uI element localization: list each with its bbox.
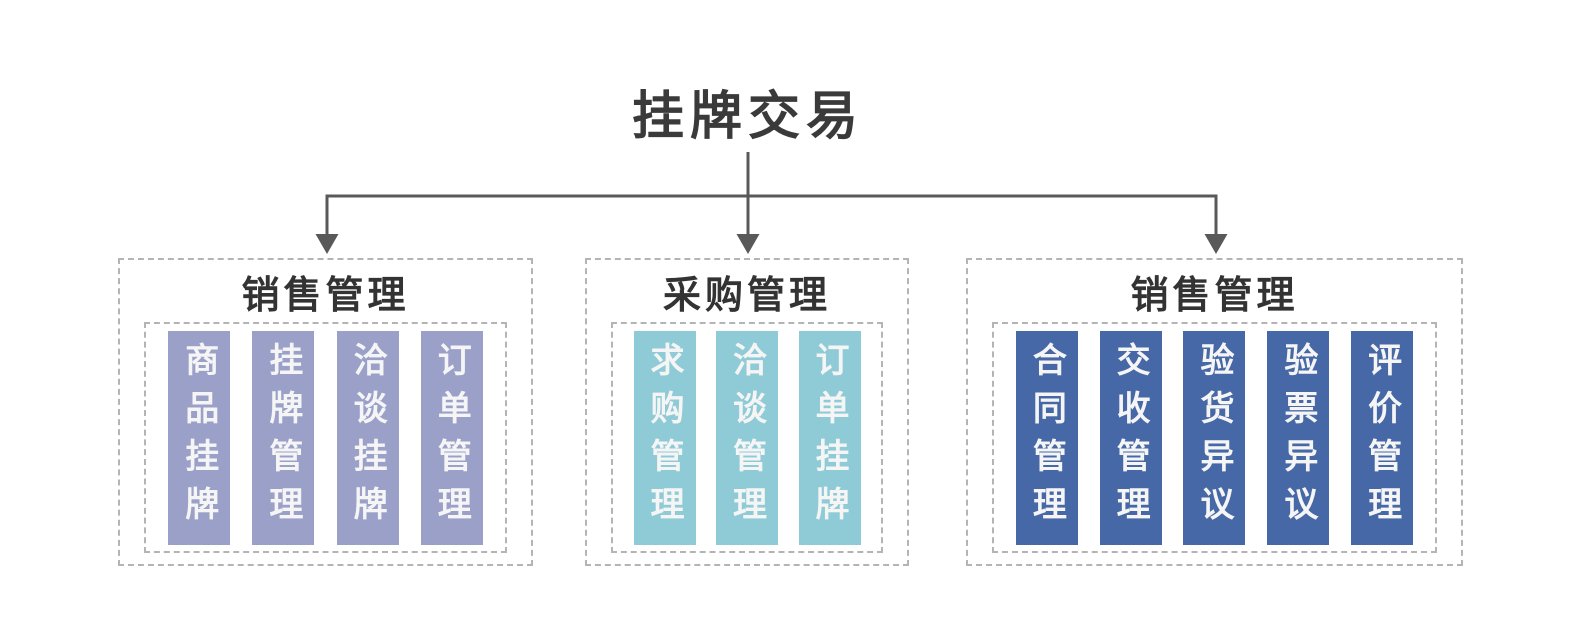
diagram-title: 挂牌交易 [631, 88, 865, 146]
group-modules-container: 求购管理 洽谈管理 订单挂牌 [611, 322, 883, 553]
group-box-procurement-management: 采购管理 求购管理 洽谈管理 订单挂牌 [585, 258, 909, 566]
module-bar: 验票异议 [1267, 330, 1330, 545]
module-bar: 验货异议 [1183, 330, 1246, 545]
module-bar: 商品挂牌 [168, 330, 231, 545]
module-bar: 求购管理 [633, 330, 696, 545]
group-title: 销售管理 [1130, 274, 1299, 317]
arrow-down-icon [315, 234, 339, 254]
group-modules-container: 商品挂牌 挂牌管理 洽谈挂牌 订单管理 [144, 322, 507, 553]
module-bar: 洽谈挂牌 [336, 330, 399, 545]
group-box-sales-management: 销售管理 商品挂牌 挂牌管理 洽谈挂牌 订单管理 [118, 258, 533, 566]
module-bar: 订单管理 [420, 330, 483, 545]
module-bar: 合同管理 [1015, 330, 1078, 545]
group-box-sales-management-2: 销售管理 合同管理 交收管理 验货异议 验票异议 评价管理 [966, 258, 1463, 566]
group-title: 销售管理 [241, 274, 410, 317]
group-title: 采购管理 [662, 274, 831, 317]
module-bar: 订单挂牌 [798, 330, 861, 545]
module-bar: 洽谈管理 [716, 330, 778, 545]
module-bar: 评价管理 [1351, 330, 1414, 545]
arrow-down-icon [1204, 234, 1228, 254]
module-bar: 挂牌管理 [252, 330, 315, 545]
group-modules-container: 合同管理 交收管理 验货异议 验票异议 评价管理 [992, 322, 1437, 553]
module-bar: 交收管理 [1099, 330, 1162, 545]
arrow-down-icon [736, 234, 760, 254]
